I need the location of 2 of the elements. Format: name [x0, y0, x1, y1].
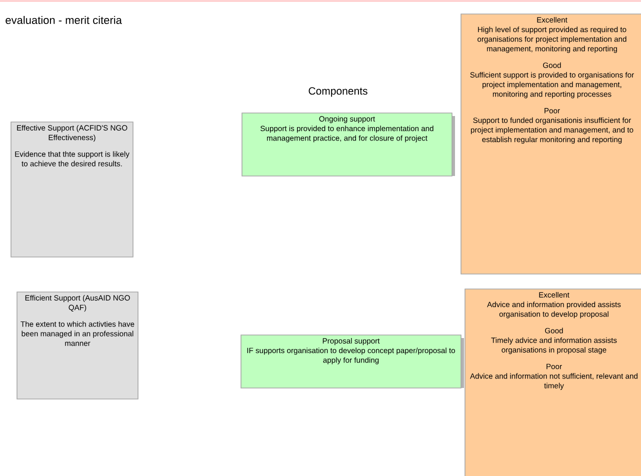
title: evaluation - merit citeria: [6, 16, 122, 24]
section-heading: Components: [308, 87, 368, 97]
